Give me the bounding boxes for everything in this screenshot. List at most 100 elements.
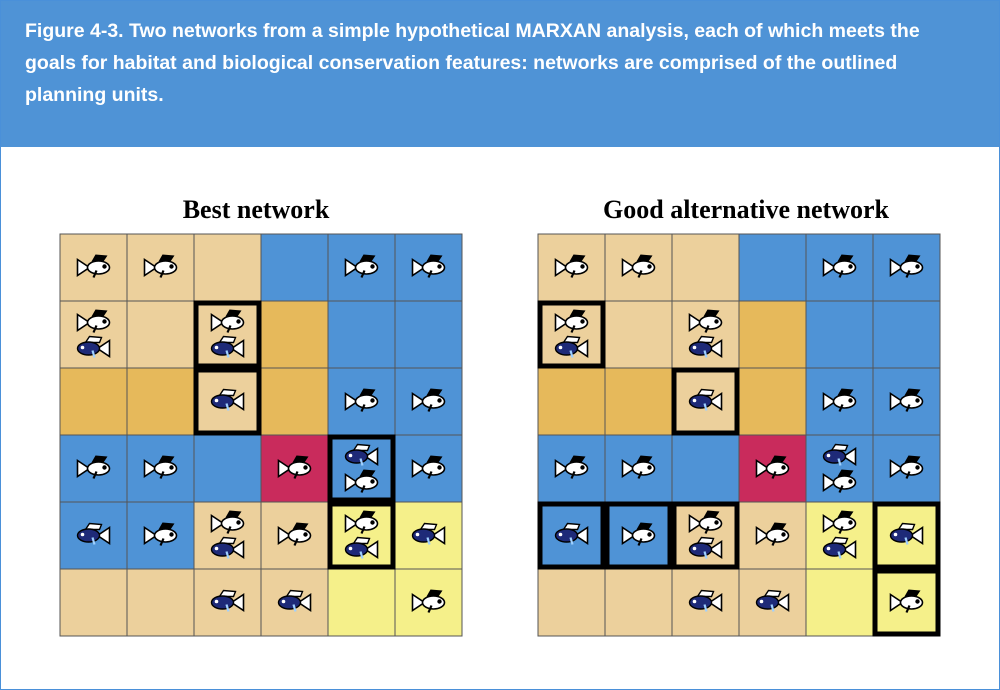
selected-unit-outline xyxy=(671,367,740,436)
planning-unit xyxy=(327,434,396,503)
planning-unit xyxy=(394,233,463,302)
planning-unit xyxy=(805,568,874,637)
selected-unit-outline xyxy=(327,501,396,570)
white-fish-icon xyxy=(621,522,656,546)
selected-unit-outline xyxy=(872,568,941,637)
dark-fish-icon xyxy=(688,589,723,612)
planning-unit xyxy=(59,300,128,369)
planning-unit xyxy=(126,434,195,503)
planning-unit xyxy=(604,367,673,436)
planning-unit xyxy=(394,367,463,436)
planning-unit xyxy=(327,367,396,436)
dark-fish-icon xyxy=(210,536,245,559)
planning-unit xyxy=(394,501,463,570)
dark-fish-icon xyxy=(822,443,857,466)
planning-unit xyxy=(193,367,262,436)
white-fish-icon xyxy=(411,254,446,278)
planning-unit xyxy=(260,434,329,503)
white-fish-icon xyxy=(889,455,924,479)
dark-fish-icon xyxy=(411,522,446,545)
white-fish-icon xyxy=(889,254,924,278)
white-fish-icon xyxy=(755,455,790,479)
planning-unit xyxy=(604,568,673,637)
white-fish-icon xyxy=(889,589,924,613)
planning-unit xyxy=(537,501,606,570)
planning-unit xyxy=(537,434,606,503)
white-fish-icon xyxy=(344,388,379,412)
dark-fish-icon xyxy=(210,388,245,411)
white-fish-icon xyxy=(277,522,312,546)
planning-unit xyxy=(604,233,673,302)
planning-unit xyxy=(59,233,128,302)
planning-unit xyxy=(260,568,329,637)
dark-fish-icon xyxy=(822,536,857,559)
white-fish-icon xyxy=(755,522,790,546)
planning-unit xyxy=(126,233,195,302)
planning-unit xyxy=(327,300,396,369)
planning-unit xyxy=(537,568,606,637)
planning-unit xyxy=(872,501,941,570)
planning-unit xyxy=(604,501,673,570)
white-fish-icon xyxy=(554,309,589,333)
planning-unit xyxy=(805,233,874,302)
planning-unit xyxy=(260,300,329,369)
planning-unit xyxy=(805,434,874,503)
white-fish-icon xyxy=(688,309,723,333)
dark-fish-icon xyxy=(344,443,379,466)
dark-fish-icon xyxy=(344,536,379,559)
planning-unit xyxy=(671,233,740,302)
planning-unit xyxy=(327,568,396,637)
white-fish-icon xyxy=(210,309,245,333)
planning-unit xyxy=(394,434,463,503)
planning-unit xyxy=(537,300,606,369)
alternative-network-title: Good alternative network xyxy=(603,195,889,224)
planning-unit xyxy=(59,434,128,503)
planning-unit xyxy=(59,367,128,436)
selected-unit-outline xyxy=(327,434,396,503)
planning-unit xyxy=(604,434,673,503)
white-fish-icon xyxy=(143,254,178,278)
selected-unit-outline xyxy=(193,367,262,436)
planning-unit xyxy=(126,501,195,570)
planning-unit xyxy=(327,233,396,302)
planning-unit xyxy=(193,300,262,369)
dark-fish-icon xyxy=(889,522,924,545)
planning-unit xyxy=(738,568,807,637)
planning-unit xyxy=(126,367,195,436)
planning-unit xyxy=(193,501,262,570)
planning-unit xyxy=(193,434,262,503)
planning-unit xyxy=(671,367,740,436)
planning-unit xyxy=(671,501,740,570)
dark-fish-icon xyxy=(277,589,312,612)
dark-fish-icon xyxy=(210,589,245,612)
dark-fish-icon xyxy=(76,335,111,358)
planning-unit xyxy=(738,233,807,302)
white-fish-icon xyxy=(621,254,656,278)
white-fish-icon xyxy=(344,254,379,278)
dark-fish-icon xyxy=(554,335,589,358)
caption-header: Figure 4-3. Two networks from a simple h… xyxy=(1,1,999,147)
white-fish-icon xyxy=(822,254,857,278)
white-fish-icon xyxy=(688,510,723,534)
white-fish-icon xyxy=(76,254,111,278)
planning-unit xyxy=(872,568,941,637)
dark-fish-icon xyxy=(76,522,111,545)
planning-unit xyxy=(126,568,195,637)
planning-unit xyxy=(872,300,941,369)
white-fish-icon xyxy=(76,309,111,333)
network-grid-1 xyxy=(59,233,463,637)
selected-unit-outline xyxy=(537,501,606,570)
planning-unit xyxy=(394,568,463,637)
planning-unit xyxy=(193,568,262,637)
planning-unit xyxy=(260,501,329,570)
planning-unit xyxy=(738,367,807,436)
planning-unit xyxy=(805,501,874,570)
planning-unit xyxy=(260,233,329,302)
planning-unit xyxy=(738,501,807,570)
white-fish-icon xyxy=(143,455,178,479)
planning-unit xyxy=(126,300,195,369)
white-fish-icon xyxy=(822,388,857,412)
planning-unit xyxy=(59,568,128,637)
white-fish-icon xyxy=(76,455,111,479)
